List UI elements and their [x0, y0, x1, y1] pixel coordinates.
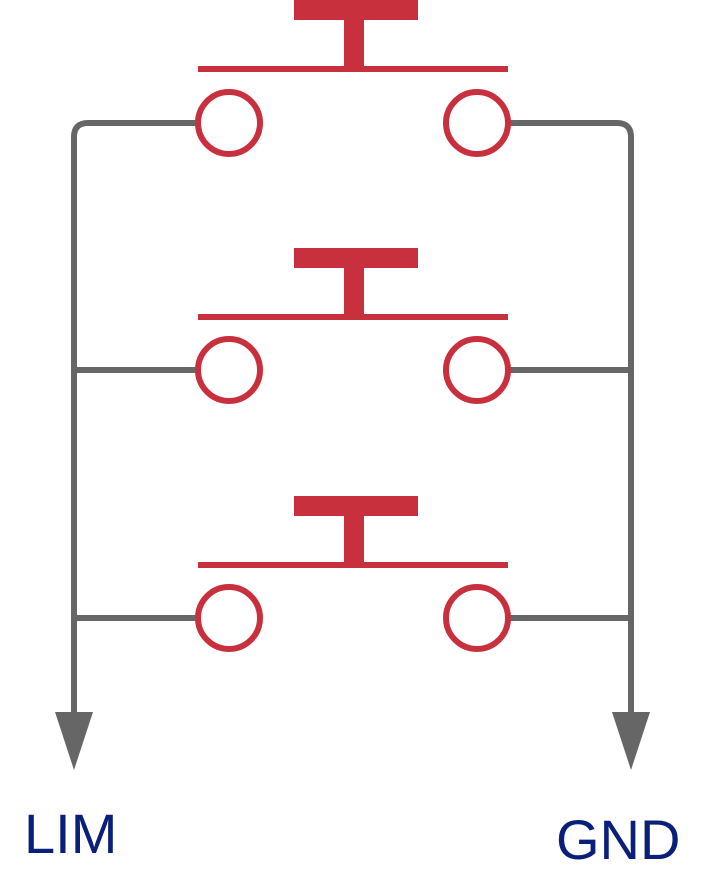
- switch-terminal-right: [443, 336, 511, 404]
- pushbutton-switch-1: [195, 0, 511, 157]
- gnd-bus-wire: [510, 120, 634, 720]
- pushbutton-switch-3: [195, 496, 511, 652]
- gnd-label: GND: [556, 808, 681, 871]
- lim-label: LIM: [24, 802, 118, 865]
- gnd-arrow-icon: [612, 712, 650, 770]
- pushbutton-stem: [344, 514, 364, 566]
- lim-bus-wire: [71, 120, 196, 720]
- switch-terminal-left: [195, 584, 263, 652]
- pushbutton-switch-2: [195, 248, 511, 404]
- pushbutton-cap: [294, 0, 418, 20]
- pushbutton-cap: [294, 496, 418, 516]
- switch-terminal-left: [195, 336, 263, 404]
- switch-terminal-right: [443, 89, 511, 157]
- pushbutton-cap: [294, 248, 418, 268]
- pushbutton-stem: [344, 18, 364, 70]
- switch-terminal-left: [195, 89, 263, 157]
- pushbutton-stem: [344, 266, 364, 318]
- lim-arrow-icon: [55, 712, 93, 770]
- switch-terminal-right: [443, 584, 511, 652]
